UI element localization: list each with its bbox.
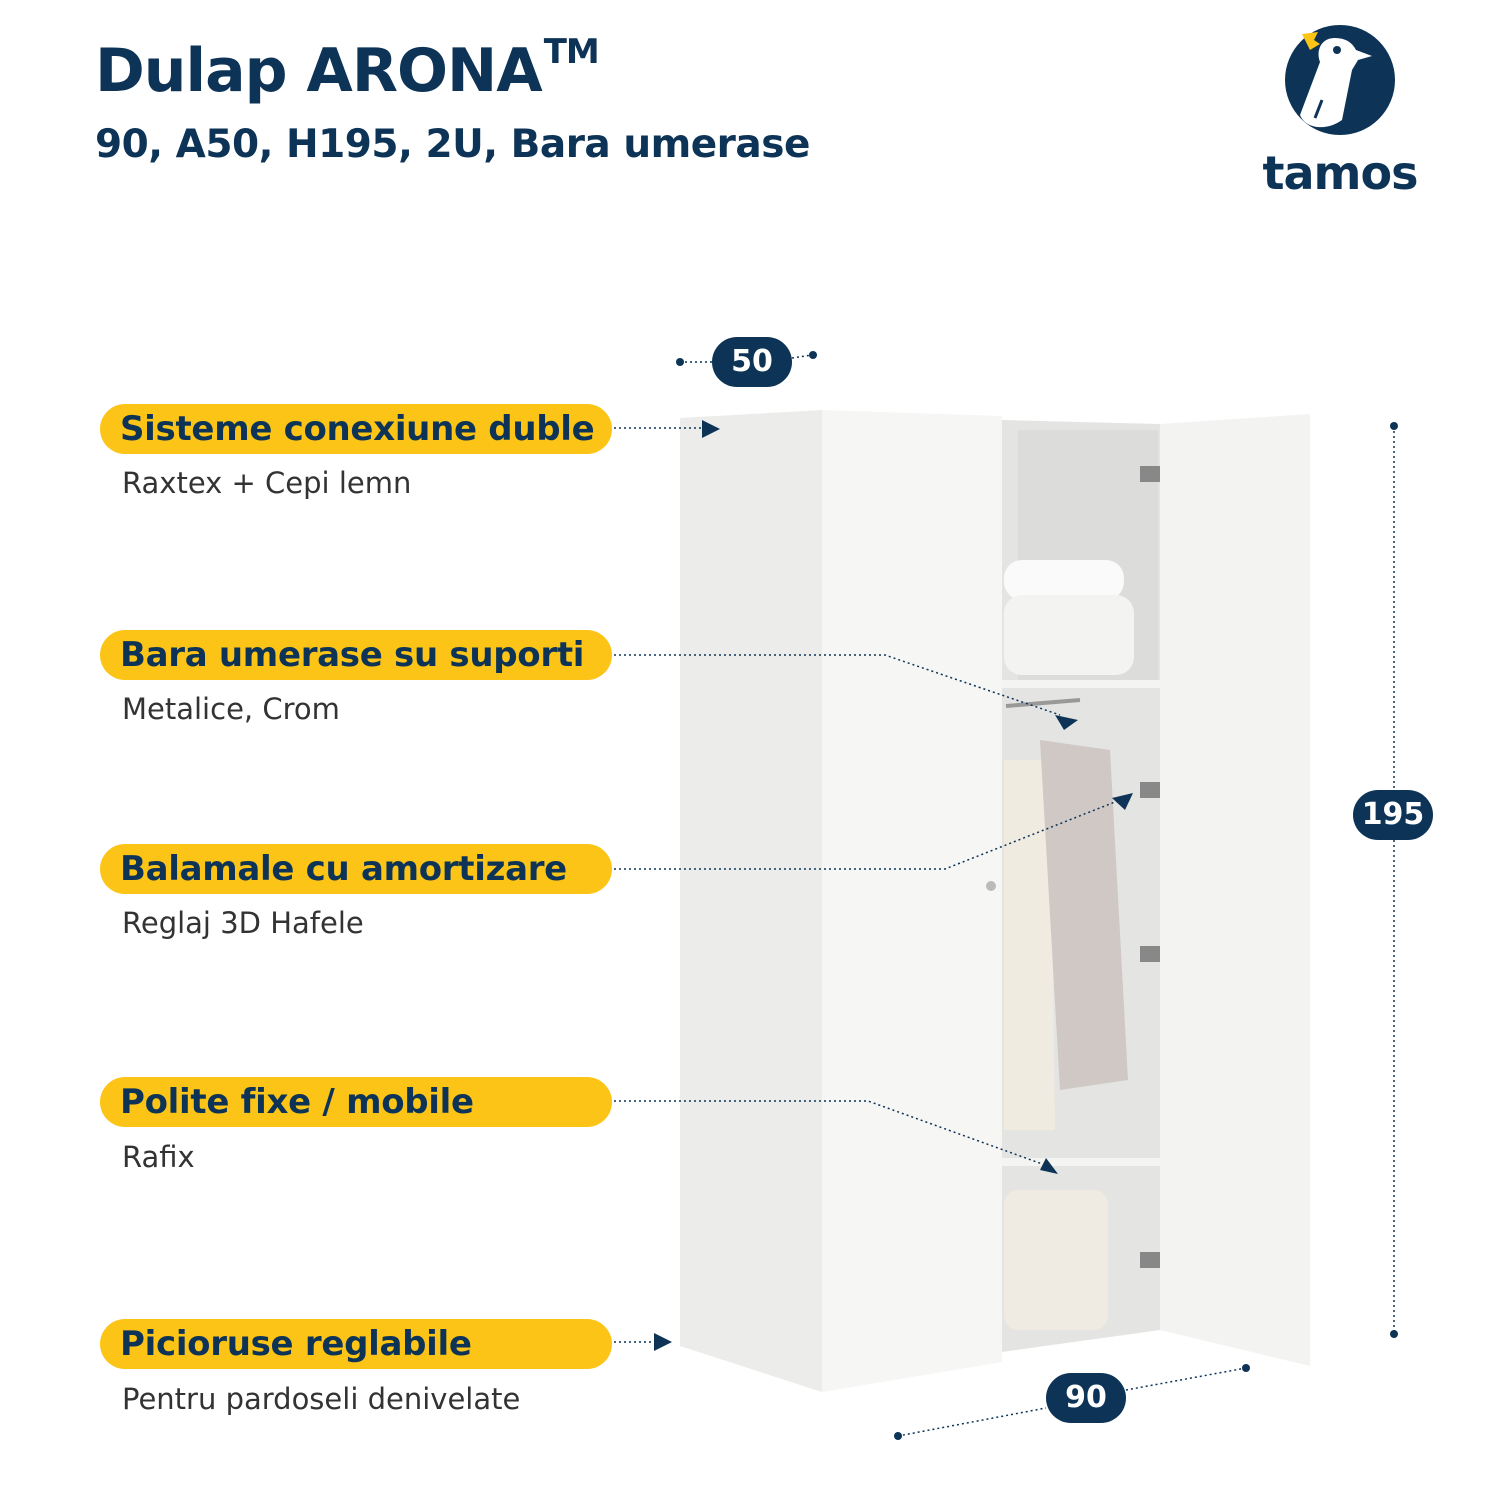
shelf [1002,1158,1160,1166]
page-subtitle: 90, A50, H195, 2U, Bara umerase [95,122,810,167]
trademark: TM [543,32,600,72]
right-door [1160,414,1310,1366]
shelf [1002,680,1160,688]
arrow-icon [702,420,720,438]
arrow-icon [1112,793,1133,810]
page-title: Dulap ARONATM [95,32,600,106]
hanging-rail [1005,698,1081,708]
title-text: Dulap ARONA [95,36,543,106]
feature-title: Sisteme conexiune duble [100,404,612,454]
arrow-icon [654,1333,672,1351]
height-badge: 195 [1353,790,1433,840]
depth-badge: 50 [712,337,792,387]
arrow-icon [1055,715,1078,730]
feature-detail: Raxtex + Cepi lemn [122,466,412,500]
feature-title: Polite fixe / mobile [100,1077,612,1127]
feature-detail: Metalice, Crom [122,692,340,726]
feature-detail: Reglaj 3D Hafele [122,906,364,940]
door-knob [986,881,996,891]
left-door [822,410,1002,1392]
feature-title: Bara umerase su suporti [100,630,612,680]
width-badge: 90 [1046,1373,1126,1423]
brand-logo: tamos [1240,20,1440,200]
wardrobe-side [680,410,822,1392]
feature-detail: Pentru pardoseli denivelate [122,1382,521,1416]
suitcase [1004,1190,1108,1330]
penguin-logo-icon [1285,25,1395,135]
feature-detail: Rafix [122,1140,195,1174]
arrow-icon [1040,1158,1058,1174]
feature-title: Picioruse reglabile [100,1319,612,1369]
logo-text: tamos [1262,146,1419,200]
feature-title: Balamale cu amortizare [100,844,612,894]
